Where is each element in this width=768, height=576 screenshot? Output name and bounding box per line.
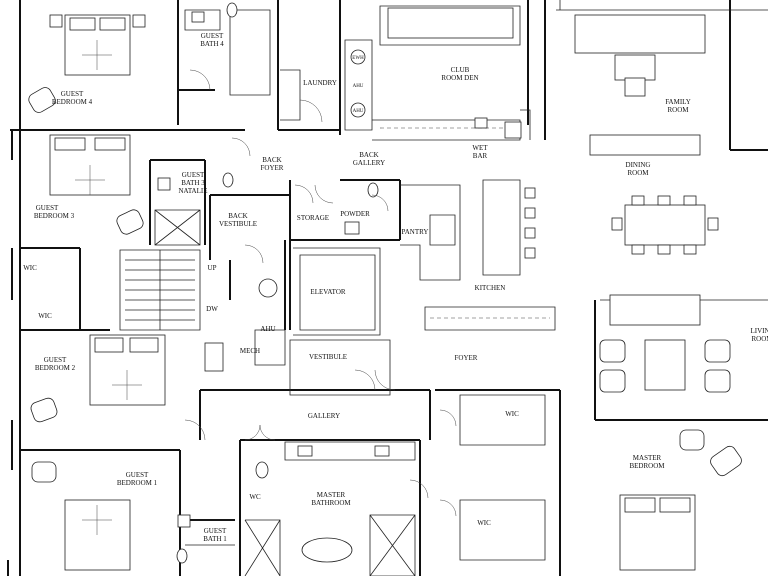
label-pantry: PANTRY — [402, 228, 429, 236]
kitchen-stools — [524, 187, 536, 259]
label-up: UP — [208, 264, 217, 272]
desk — [204, 342, 224, 372]
furniture — [28, 2, 742, 571]
lounge-chairs — [28, 87, 742, 483]
bed-guest-3 — [49, 134, 131, 196]
dining-table — [611, 195, 719, 255]
label-elevator: ELEVATOR — [310, 288, 345, 296]
label-wc: WC — [249, 493, 261, 501]
interior-partitions — [119, 0, 768, 576]
label-wic-gb3: WIC — [23, 264, 37, 272]
label-powder: POWDER — [340, 210, 370, 218]
sofas — [387, 7, 706, 326]
exterior-walls — [7, 0, 768, 576]
label-ahu-mech: AHU — [260, 325, 275, 333]
label-dw: DW — [206, 305, 218, 313]
door-swings — [184, 69, 457, 517]
label-mech: MECH — [240, 347, 260, 355]
sideboard — [589, 134, 701, 156]
toilets — [176, 2, 379, 564]
bed-guest-2 — [89, 334, 166, 406]
label-gallery: GALLERY — [308, 412, 340, 420]
bed-guest-1 — [64, 499, 131, 571]
label-wic-gb2: WIC — [38, 312, 52, 320]
bathtub — [301, 537, 353, 563]
ottoman — [624, 77, 646, 97]
refrigerator — [504, 121, 522, 139]
coffee-table — [614, 54, 656, 81]
label-kitchen: KITCHEN — [475, 284, 506, 292]
label-wic-master-upper: WIC — [505, 410, 519, 418]
living-seating — [599, 339, 731, 393]
laundry-machines — [350, 49, 366, 118]
sinks — [157, 11, 488, 528]
label-storage: STORAGE — [297, 214, 329, 222]
bed-guest-4 — [49, 14, 146, 76]
label-foyer: FOYER — [455, 354, 478, 362]
bed-master — [619, 494, 696, 571]
label-living-room: LIVINROOM — [750, 327, 768, 343]
water-heater — [258, 278, 278, 298]
label-laundry: LAUNDRY — [303, 79, 337, 87]
label-ewh: EWH — [352, 56, 364, 61]
label-ahu-laundry-2: AHU — [353, 109, 364, 114]
label-vestibule: VESTIBULE — [309, 353, 347, 361]
equipment-labels: EWH AHU AHU — [352, 56, 364, 114]
label-ahu-laundry-1: AHU — [353, 84, 364, 89]
label-wic-master-lower: WIC — [477, 519, 491, 527]
